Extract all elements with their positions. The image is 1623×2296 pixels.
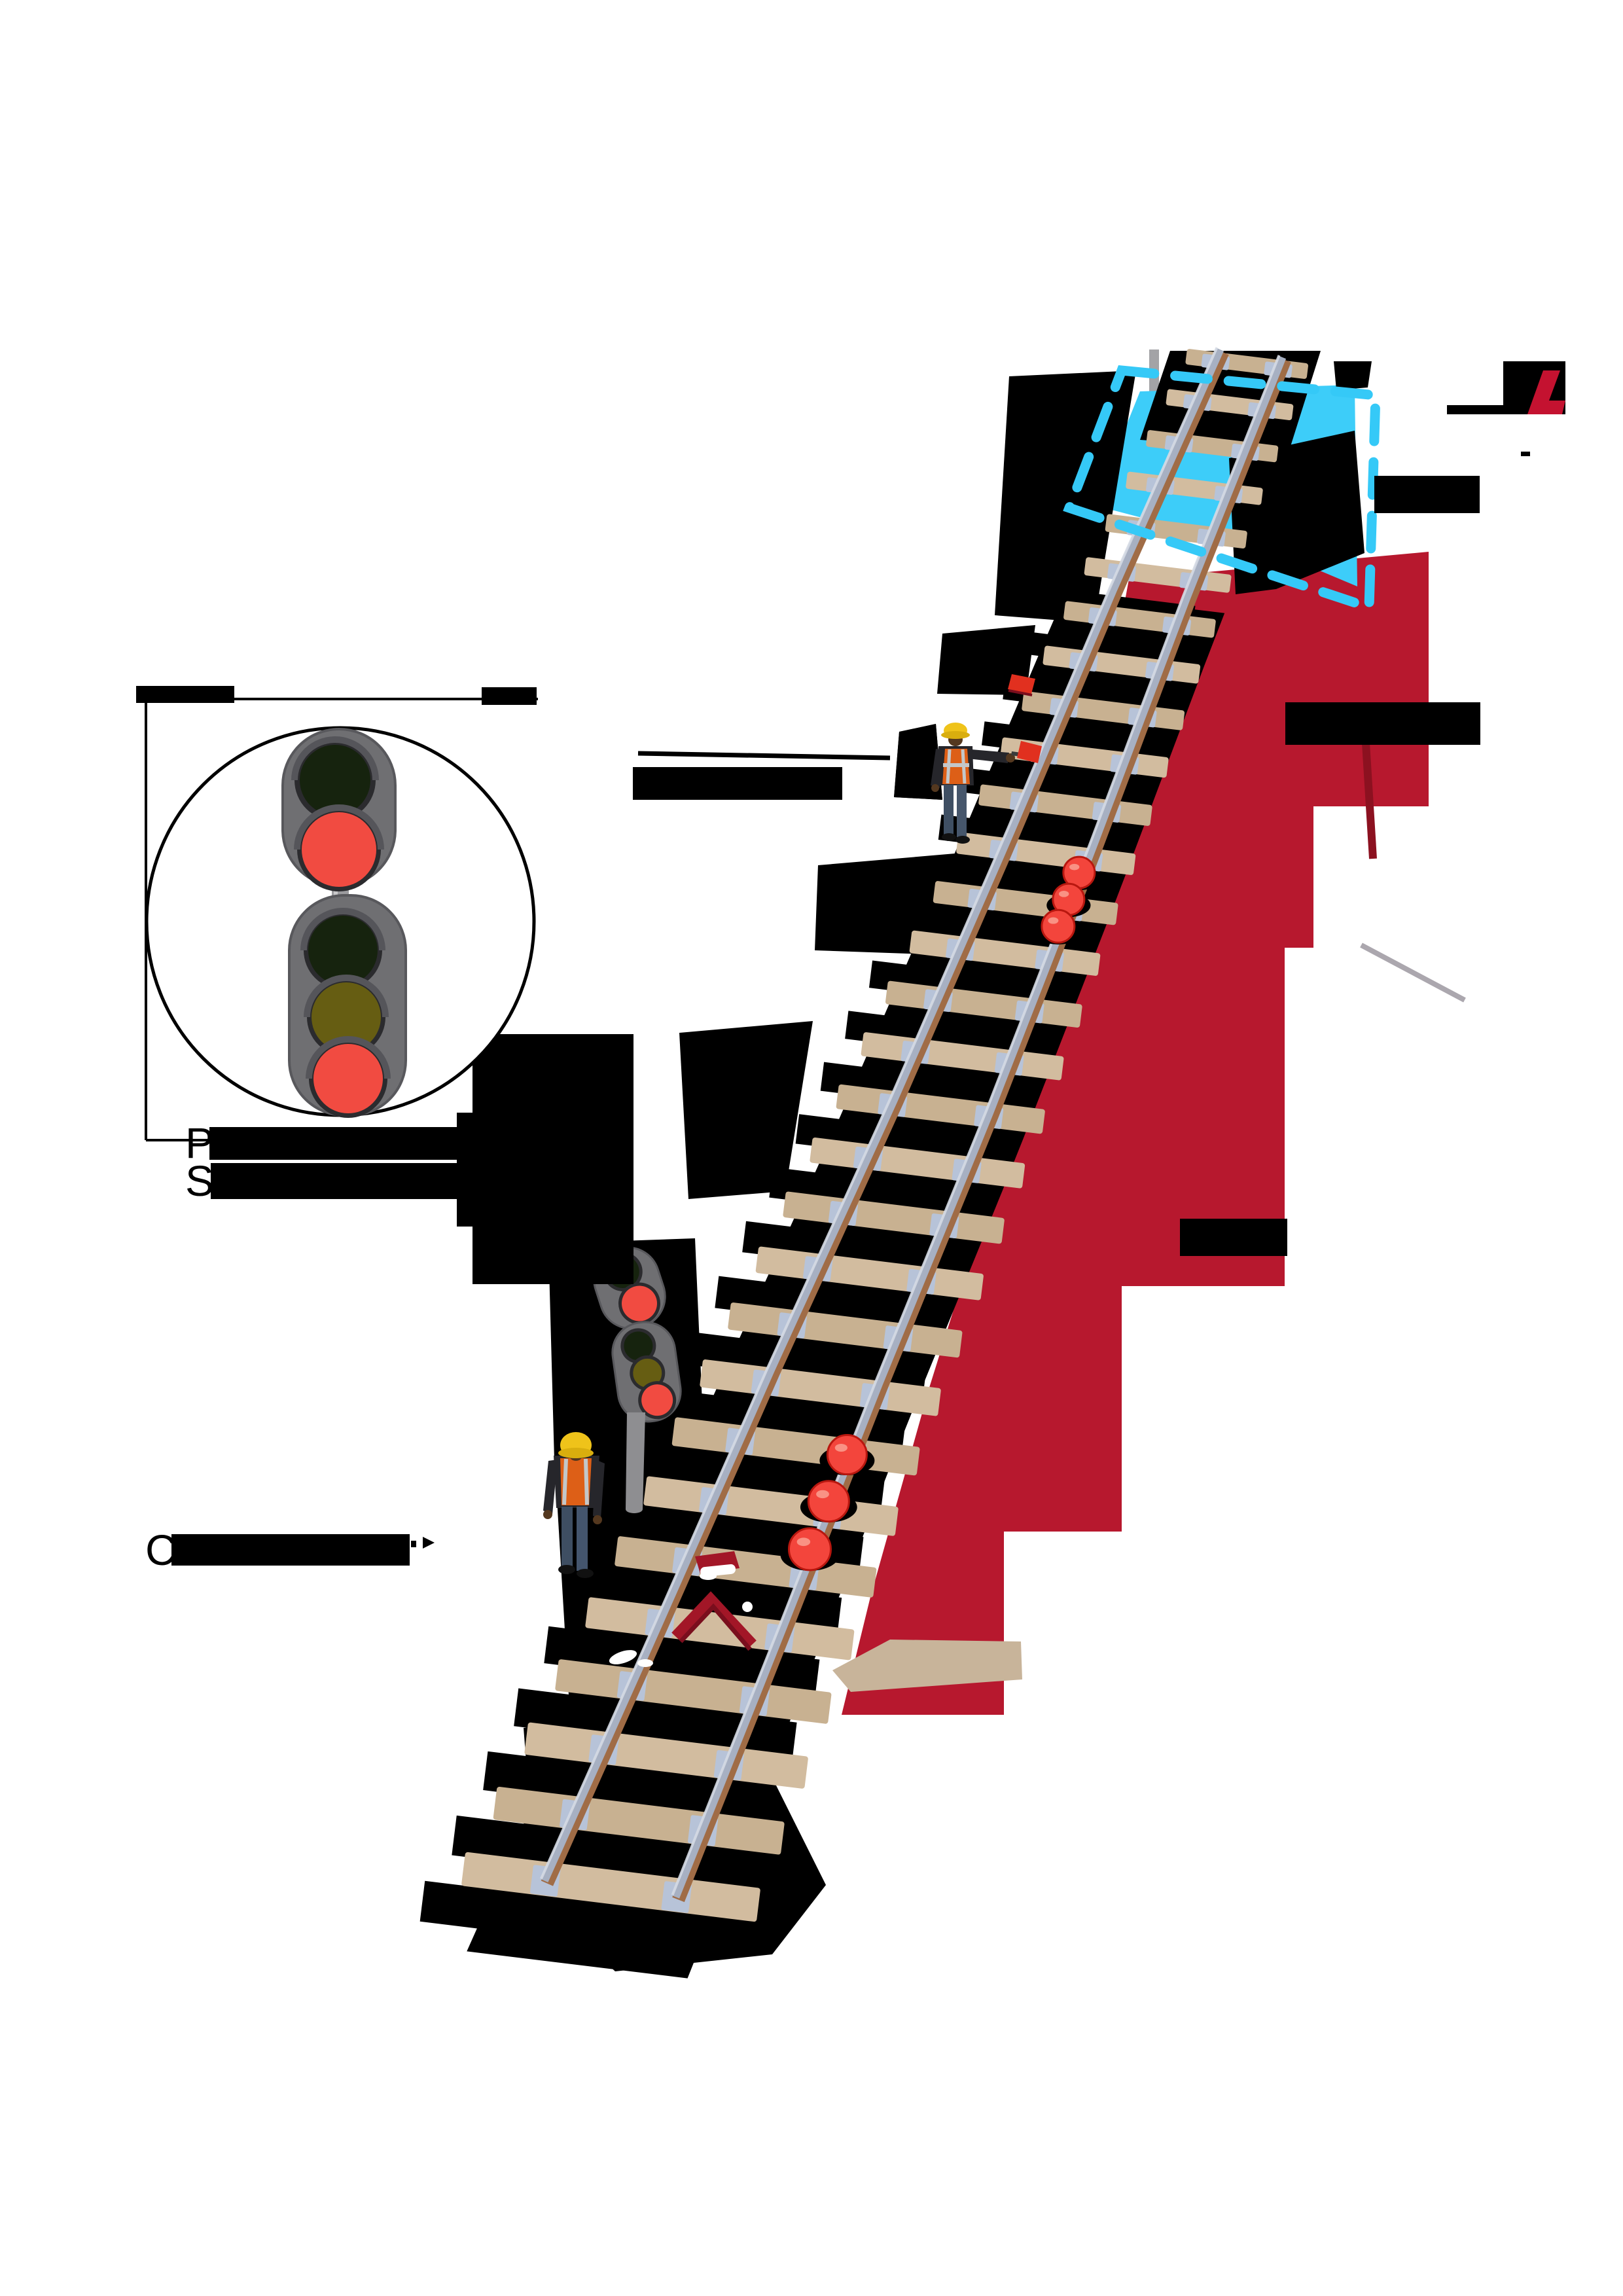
left-two-line-label: P S bbox=[185, 1113, 505, 1227]
inset-signal-head-3-aspect bbox=[288, 894, 407, 1118]
chalk-marks bbox=[609, 1650, 653, 1667]
detonator-icon bbox=[1035, 908, 1081, 945]
callout-box bbox=[145, 698, 538, 1140]
redacted-label bbox=[1180, 1219, 1287, 1256]
redacted-block bbox=[457, 1113, 505, 1227]
label-letter-s: S bbox=[185, 1157, 214, 1205]
label-letter-c: C bbox=[145, 1526, 177, 1574]
red-flag-on-track bbox=[1008, 674, 1035, 696]
redacted-caption bbox=[136, 686, 234, 703]
lens-yellow-unlit bbox=[312, 982, 381, 1052]
a-frame-sign bbox=[671, 1591, 757, 1651]
logo-red-slash bbox=[1527, 370, 1565, 414]
ballast-ramp bbox=[832, 1640, 1022, 1692]
detonator-markers bbox=[780, 855, 1101, 1571]
crossing-dashed-outline bbox=[1063, 365, 1381, 615]
bottom-left-label: C bbox=[145, 1526, 435, 1574]
hand-flag-icon bbox=[1017, 741, 1042, 763]
arrowhead-icon bbox=[423, 1537, 435, 1549]
rail-left bbox=[541, 348, 1224, 1883]
redacted-label bbox=[1285, 702, 1480, 745]
worker-standing bbox=[543, 1432, 605, 1578]
possession-limit-board bbox=[695, 1551, 740, 1580]
redacted-label bbox=[633, 767, 842, 800]
redacted-label bbox=[171, 1534, 410, 1566]
rail-left-highlight bbox=[540, 347, 1219, 1880]
redacted-label bbox=[209, 1127, 458, 1160]
redacted-caption bbox=[482, 687, 537, 705]
rail-right bbox=[671, 355, 1287, 1899]
labels: P S C bbox=[145, 361, 1565, 1574]
worker-with-flag bbox=[894, 723, 1042, 844]
track-shadow-blob bbox=[1229, 431, 1364, 594]
redacted-label bbox=[211, 1163, 458, 1199]
signal-pole bbox=[626, 1412, 645, 1509]
track-shadow-blob bbox=[679, 1021, 813, 1199]
lens-green-unlit bbox=[308, 916, 378, 985]
rail-right-highlight bbox=[671, 355, 1281, 1896]
grey-streak bbox=[1360, 942, 1466, 1003]
lens-green-unlit bbox=[300, 745, 370, 816]
detonator-icon bbox=[780, 1527, 840, 1571]
detonator-icon bbox=[1057, 855, 1101, 891]
inset-signal-head-2-aspect bbox=[281, 728, 397, 891]
track-shadow-blob bbox=[1334, 361, 1372, 390]
label-letter-p: P bbox=[185, 1119, 214, 1167]
hi-vis-vest bbox=[560, 1458, 592, 1505]
signal-head-3-aspect bbox=[611, 1321, 682, 1423]
worker-shadow bbox=[894, 724, 942, 800]
logo-mark bbox=[1447, 361, 1565, 456]
lens-red-lit bbox=[313, 1044, 383, 1113]
signal-inset-callout bbox=[136, 686, 633, 1284]
railway-track bbox=[419, 347, 1372, 1979]
redacted-label bbox=[1374, 476, 1480, 513]
detonator-icon bbox=[800, 1480, 857, 1523]
danger-zone-area bbox=[842, 552, 1429, 1715]
detonator-icon bbox=[819, 1434, 875, 1476]
leader-line bbox=[637, 751, 891, 761]
lens-red-lit bbox=[302, 812, 376, 887]
